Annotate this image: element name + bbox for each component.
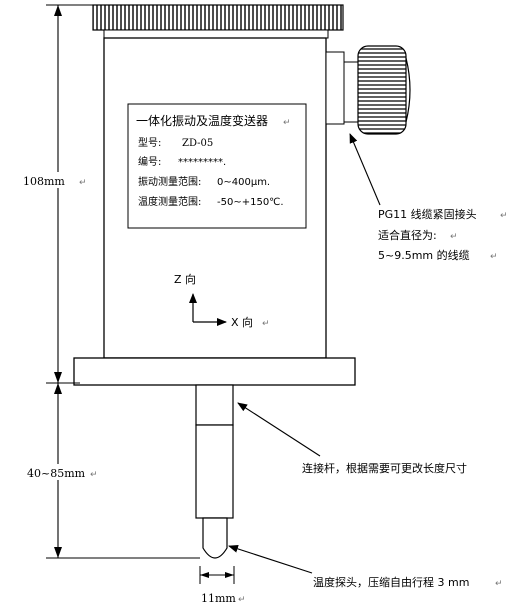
probe-callout-leader xyxy=(228,544,313,574)
model-label: 型号: xyxy=(138,136,161,149)
serial-label: 编号: xyxy=(138,155,161,168)
z-direction-label: Z 向 xyxy=(174,272,196,286)
nameplate: 一体化振动及温度变送器 ↵ 型号: ZD-05 编号: *********. 振… xyxy=(127,103,307,229)
connector-callout-line2: 适合直径为: xyxy=(378,228,437,242)
edit-mark: ↵ xyxy=(262,319,270,329)
connector-callout-leader xyxy=(349,133,381,206)
model-value: ZD-05 xyxy=(182,138,213,149)
edit-mark: ↵ xyxy=(500,211,508,221)
probe-callout: 温度探头，压缩自由行程 3 mm xyxy=(313,575,469,589)
rod-callout: 连接杆，根据需要可更改长度尺寸 xyxy=(302,461,467,475)
connector-callout-line3: 5~9.5mm 的线缆 xyxy=(378,248,470,262)
edit-mark: ↵ xyxy=(490,252,498,262)
rod-diameter-dimension: 11mm xyxy=(201,592,236,605)
rod-diameter-dimension-line xyxy=(199,566,235,584)
temperature-probe xyxy=(202,517,228,559)
vibration-range-label: 振动测量范围: xyxy=(138,175,201,188)
edit-mark: ↵ xyxy=(283,118,291,128)
edit-mark: ↵ xyxy=(90,470,98,480)
temperature-range-label: 温度测量范围: xyxy=(138,195,201,208)
vibration-range-value: 0~400μm. xyxy=(217,177,270,188)
mounting-flange xyxy=(73,357,356,386)
rod-length-dimension: 40~85mm xyxy=(27,467,86,480)
serial-value: *********. xyxy=(178,157,226,168)
axis-indicator: Z 向 X 向 ↵ xyxy=(174,272,270,329)
cable-gland xyxy=(325,45,411,135)
nameplate-frame xyxy=(127,103,307,229)
x-direction-label: X 向 xyxy=(231,315,253,329)
temperature-range-value: -50~+150℃. xyxy=(217,197,284,208)
connecting-rod xyxy=(195,384,234,519)
nameplate-title: 一体化振动及温度变送器 xyxy=(136,113,268,128)
rod-callout-leader xyxy=(237,402,321,457)
edit-mark: ↵ xyxy=(495,579,503,589)
body-height-dimension: 108mm xyxy=(23,175,65,188)
top-cap xyxy=(92,4,344,39)
edit-mark: ↵ xyxy=(79,178,87,188)
edit-mark: ↵ xyxy=(238,595,246,605)
connector-callout-line1: PG11 线缆紧固接头 xyxy=(378,207,477,221)
edit-mark: ↵ xyxy=(450,232,458,242)
